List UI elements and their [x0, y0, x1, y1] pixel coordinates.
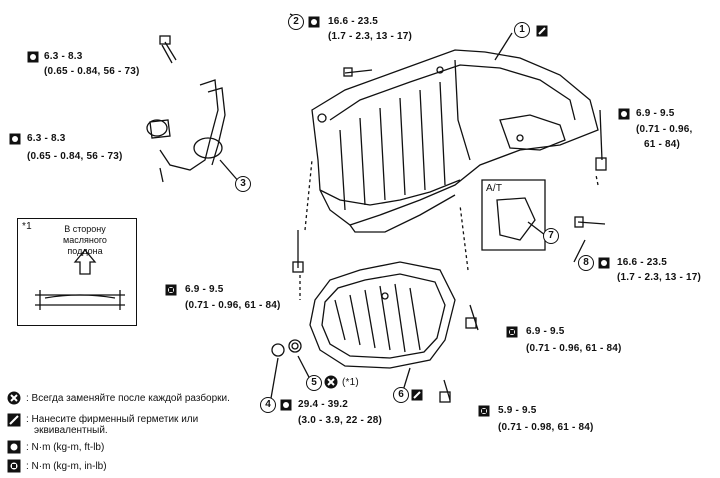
spec-top-center-line2: (1.7 - 2.3, 13 - 17): [328, 31, 413, 42]
spec-top-left-2-line1: 6.3 - 8.3: [27, 133, 66, 144]
torque-nm-ftlb-icon: [280, 398, 292, 416]
spec-top-left-1-line2: (0.65 - 0.84, 56 - 73): [44, 66, 140, 77]
callout-5: 5: [306, 375, 322, 391]
spec-bottom-right-line1: 5.9 - 9.5: [498, 405, 537, 416]
torque-nm-inlb-icon: [7, 459, 21, 478]
inset-detail-box: [17, 218, 137, 326]
spec-right-upper-line2: (0.71 - 0.96,: [636, 124, 693, 135]
spec-right-lower-line1: 6.9 - 9.5: [526, 326, 565, 337]
at-label: A/T: [486, 183, 503, 194]
torque-nm-inlb-icon: [165, 283, 177, 301]
torque-nm-ftlb-icon: [7, 440, 21, 459]
spec-top-left-2-line2: (0.65 - 0.84, 56 - 73): [27, 151, 123, 162]
torque-nm-inlb-icon: [506, 325, 518, 343]
spec-right-upper-line3: 61 - 84): [644, 139, 681, 150]
replace-x-icon: [7, 391, 21, 410]
legend-torque-ftlb-text: : N·m (kg-m, ft-lb): [26, 442, 105, 453]
sealant-icon: [411, 388, 423, 406]
sealant-icon: [7, 413, 21, 432]
legend-sealant-text-line1: : Нанесите фирменный герметик или: [26, 414, 199, 425]
inset-marker: *1: [22, 221, 32, 232]
torque-nm-ftlb-icon: [618, 107, 630, 125]
callout-8: 8: [578, 255, 594, 271]
spec-bottom-center-line2: (3.0 - 3.9, 22 - 28): [298, 415, 383, 426]
sealant-icon: [536, 24, 548, 42]
callout-3: 3: [235, 176, 251, 192]
legend-replace-text: : Всегда заменяйте после каждой разборки…: [26, 393, 230, 404]
torque-nm-ftlb-icon: [308, 15, 320, 33]
spec-right-upper-line1: 6.9 - 9.5: [636, 108, 675, 119]
spec-bottom-right-line2: (0.71 - 0.98, 61 - 84): [498, 422, 594, 433]
callout-7: 7: [543, 228, 559, 244]
inset-text-line3: поддона: [67, 246, 103, 256]
spec-center-left-line2: (0.71 - 0.96, 61 - 84): [185, 300, 281, 311]
callout-6: 6: [393, 387, 409, 403]
note-ref: (*1): [342, 377, 359, 388]
spec-bottom-center-line1: 29.4 - 39.2: [298, 399, 349, 410]
callout-2: 2: [288, 14, 304, 30]
legend-sealant-text-line2: эквивалентный.: [34, 425, 108, 436]
spec-top-center-line1: 16.6 - 23.5: [328, 16, 379, 27]
spec-top-left-1-line1: 6.3 - 8.3: [44, 51, 83, 62]
spec-right-lower-line2: (0.71 - 0.96, 61 - 84): [526, 343, 622, 354]
callout-1: 1: [514, 22, 530, 38]
replace-x-icon: [324, 375, 338, 394]
callout-4: 4: [260, 397, 276, 413]
spec-right-mid-line1: 16.6 - 23.5: [617, 257, 668, 268]
legend-torque-inlb-text: : N·m (kg-m, in-lb): [26, 461, 107, 472]
spec-right-mid-line2: (1.7 - 2.3, 13 - 17): [617, 272, 702, 283]
inset-text-line2: масляного: [63, 235, 107, 245]
torque-nm-inlb-icon: [478, 404, 490, 422]
torque-nm-ftlb-icon: [9, 132, 21, 150]
torque-nm-ftlb-icon: [27, 50, 39, 68]
inset-text-line1: В сторону: [64, 224, 106, 234]
spec-center-left-line1: 6.9 - 9.5: [185, 284, 224, 295]
torque-nm-ftlb-icon: [598, 256, 610, 274]
